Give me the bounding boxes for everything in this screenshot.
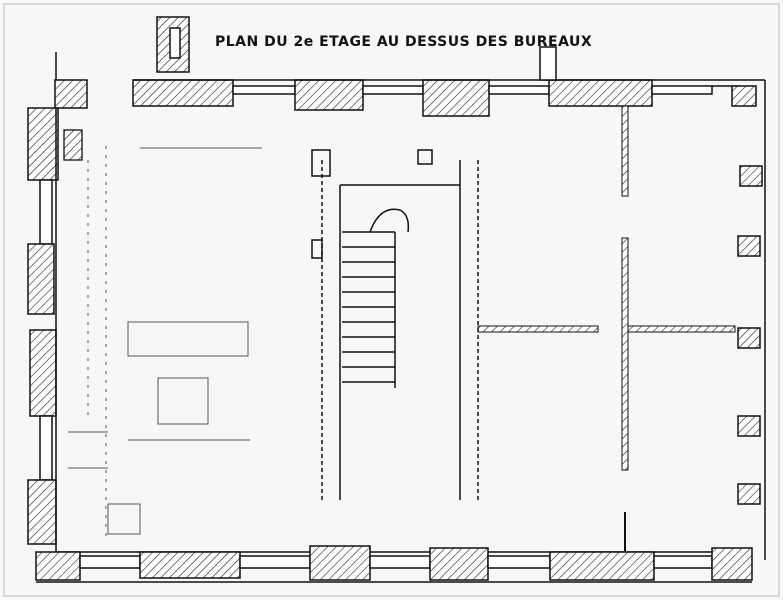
left-wall [27, 52, 88, 552]
bottom-wall [35, 545, 753, 583]
stair-treads [342, 208, 410, 388]
sheet-border [3, 3, 780, 597]
left-interior-stub [63, 129, 83, 161]
partition-hatch [477, 105, 736, 471]
right-wall [731, 80, 766, 560]
furniture-outlines [68, 146, 262, 540]
chimney-block [156, 16, 557, 81]
stairwell [311, 149, 479, 500]
top-wall [132, 79, 765, 117]
plan-title: PLAN DU 2e ETAGE AU DESSUS DES BUREAUX [215, 34, 592, 50]
